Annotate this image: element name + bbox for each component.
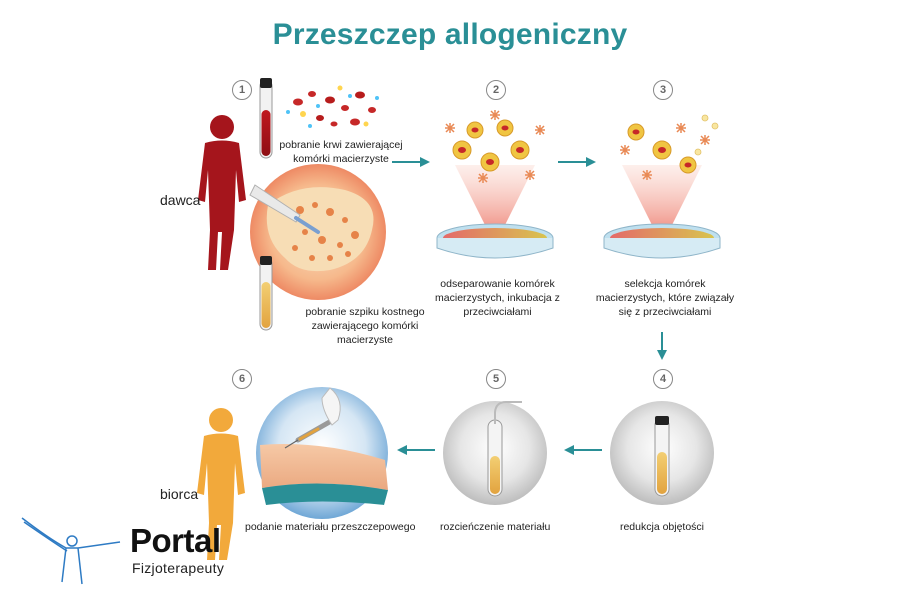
donor-label: dawca (160, 192, 201, 208)
page-title: Przeszczep allogeniczny (272, 18, 628, 51)
step-number-3: 3 (653, 80, 673, 100)
dilution-icon (443, 401, 547, 505)
recipient-figure-icon (197, 408, 245, 560)
step3-label: selekcja komórek macierzystych, które zw… (595, 278, 735, 318)
portal-logo-subtitle: Fizjoterapeuty (132, 560, 225, 576)
recipient-label: biorca (160, 486, 199, 502)
blood-tube-icon (259, 78, 273, 159)
step1-blood-label: pobranie krwi zawierającej komórki macie… (279, 139, 403, 165)
step-number-5: 5 (486, 369, 506, 389)
step-number-4: 4 (653, 369, 673, 389)
blood-cells-icon (286, 85, 379, 128)
step5-label: rozcieńczenie materiału (440, 521, 551, 533)
petri-dish-selected-icon (603, 223, 721, 259)
step-number-1: 1 (232, 80, 252, 100)
donor-figure-icon (198, 115, 246, 270)
bone-marrow-icon (249, 164, 386, 300)
step1-marrow-label: pobranie szpiku kostnego zawierającego k… (305, 306, 425, 346)
step6-label: podanie materiału przeszczepowego (245, 521, 416, 533)
stem-cells-cluster-icon (445, 110, 545, 245)
step4-label: redukcja objętości (619, 521, 705, 533)
step-number-2: 2 (486, 80, 506, 100)
flow-arrows-icon (392, 157, 667, 455)
marrow-tube-icon (259, 256, 273, 331)
step2-label: odseparowanie komórek macierzystych, ink… (435, 278, 560, 318)
petri-dish-icon (436, 223, 554, 259)
step-number-6: 6 (232, 369, 252, 389)
portal-logo-name: Portal (130, 522, 221, 559)
portal-logo-figure-icon (21, 517, 121, 585)
selected-cells-cluster-icon (620, 114, 719, 245)
volume-reduction-icon (610, 401, 714, 505)
transplant-infusion-icon (256, 387, 388, 519)
